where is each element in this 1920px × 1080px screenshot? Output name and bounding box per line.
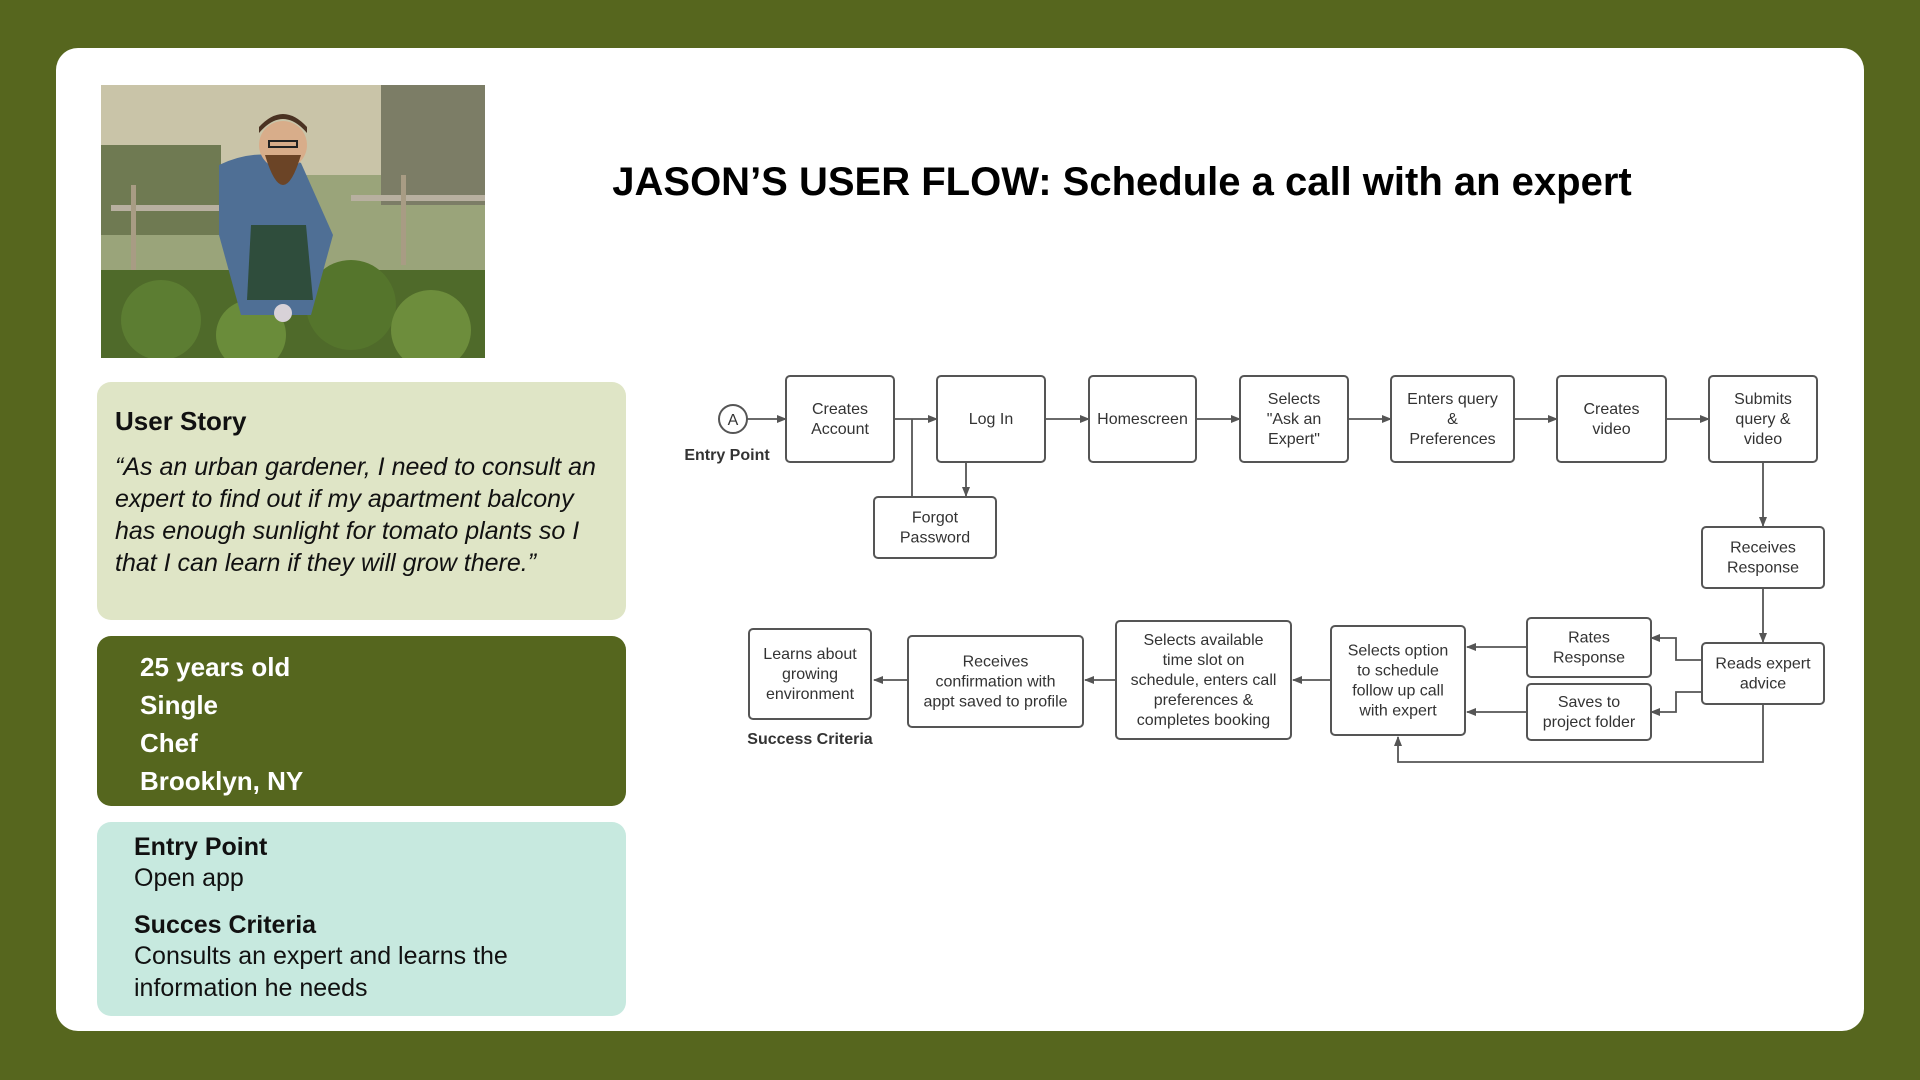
flow-node-label: Enters query [1407,391,1498,408]
flow-node-homescreen: Homescreen [1088,375,1197,463]
success-criteria-caption: Success Criteria [747,731,873,748]
flow-node-saves-folder: Saves to project folder [1526,683,1652,741]
flow-node-label: environment [766,686,855,703]
flow-node-ask-expert: Selects "Ask an Expert" [1239,375,1349,463]
svg-text:A: A [728,412,739,429]
entry-point-caption: Entry Point [684,447,770,464]
flow-node-label: Response [1553,650,1625,667]
flow-node-label: advice [1740,676,1786,693]
flow-node-label: Account [811,421,869,438]
flow-node-label: schedule, enters call [1131,672,1277,689]
user-story-quote: “As an urban gardener, I need to consult… [115,453,596,577]
flow-node-label: confirmation with [935,674,1055,691]
flow-node-label: "Ask an [1267,411,1322,428]
connector-reads-advice-to-saves-folder [1650,691,1702,716]
flow-node-label: time slot on [1163,652,1245,669]
flow-node-creates-video: Creates video [1556,375,1667,463]
flow-node-label: Receives [963,654,1029,671]
flow-node-log-in: Log In [936,375,1046,463]
flow-node-label: & [1447,411,1458,428]
flow-node-selects-slot: Selects available time slot on schedule, e… [1115,620,1292,740]
success-criteria-value-line-1: Consults an expert and learns the [134,942,508,970]
flow-node-learns-environment: Learns about growing environment [748,628,872,720]
persona-age: 25 years old [140,652,291,682]
flow-node-label: Password [900,530,970,547]
user-story-heading: User Story [115,406,247,436]
success-criteria-label: Succes Criteria [134,911,317,939]
flow-node-label: video [1592,421,1630,438]
flow-node-selects-option: Selects option to schedule follow up call w… [1330,625,1466,736]
connector-reads-advice-to-rates-response [1650,634,1702,661]
flow-node-label: Selects option [1348,643,1449,660]
flow-node-receives-confirmation: Receives confirmation with appt saved to p… [907,635,1084,728]
flow-node-label: Creates [812,401,868,418]
flow-node-submits-query: Submits query & video [1708,375,1818,463]
flow-node-label: Expert" [1268,431,1320,448]
flow-node-label: Preferences [1409,431,1495,448]
flow-node-label: project folder [1543,714,1636,731]
flow-node-enters-query: Enters query & Preferences [1390,375,1515,463]
flow-node-label: video [1744,431,1782,448]
flow-node-label: Saves to [1558,694,1620,711]
flow-node-label: Learns about [763,646,857,663]
flow-node-label: Reads expert [1715,656,1811,673]
user-story-panel: User Story “As an urban gardener, I need… [97,382,626,620]
page-title: JASON’S USER FLOW: Schedule a call with … [612,160,1632,204]
entry-success-panel: Entry Point Open app Succes Criteria Con… [97,822,626,1016]
flow-node-label: appt saved to profile [923,694,1067,711]
flow-node-label: growing [782,666,838,683]
success-criteria-value-line-2: information he needs [134,974,368,1002]
flow-node-label: Selects available [1143,632,1263,649]
flow-node-label: Homescreen [1097,411,1188,428]
flow-node-label: Rates [1568,630,1610,647]
flow-node-label: Receives [1730,540,1796,557]
flow-node-label: Selects [1268,391,1320,408]
persona-job: Chef [140,728,198,758]
flow-node-label: Response [1727,560,1799,577]
flow-node-reads-advice: Reads expert advice [1701,642,1825,705]
gardener-photo [101,85,485,358]
flow-node-label: Creates [1583,401,1639,418]
flow-node-label: with expert [1358,703,1437,720]
flow-node-label: to schedule [1357,663,1439,680]
persona-location: Brooklyn, NY [140,766,304,796]
start-marker: A [718,404,748,434]
flow-node-label: Log In [969,411,1013,428]
flow-node-label: query & [1735,411,1790,428]
connector-reads-advice-loop-to-selects-option [1394,705,1764,763]
flow-node-label: completes booking [1137,712,1270,729]
flow-node-label: Forgot [912,510,959,527]
flow-node-label: Submits [1734,391,1792,408]
flow-node-label: preferences & [1154,692,1254,709]
persona-facts-panel: 25 years old Single Chef Brooklyn, NY [97,636,626,806]
entry-point-value: Open app [134,864,244,892]
entry-point-label: Entry Point [134,833,268,861]
flow-node-label: follow up call [1352,683,1444,700]
persona-status: Single [140,690,219,720]
